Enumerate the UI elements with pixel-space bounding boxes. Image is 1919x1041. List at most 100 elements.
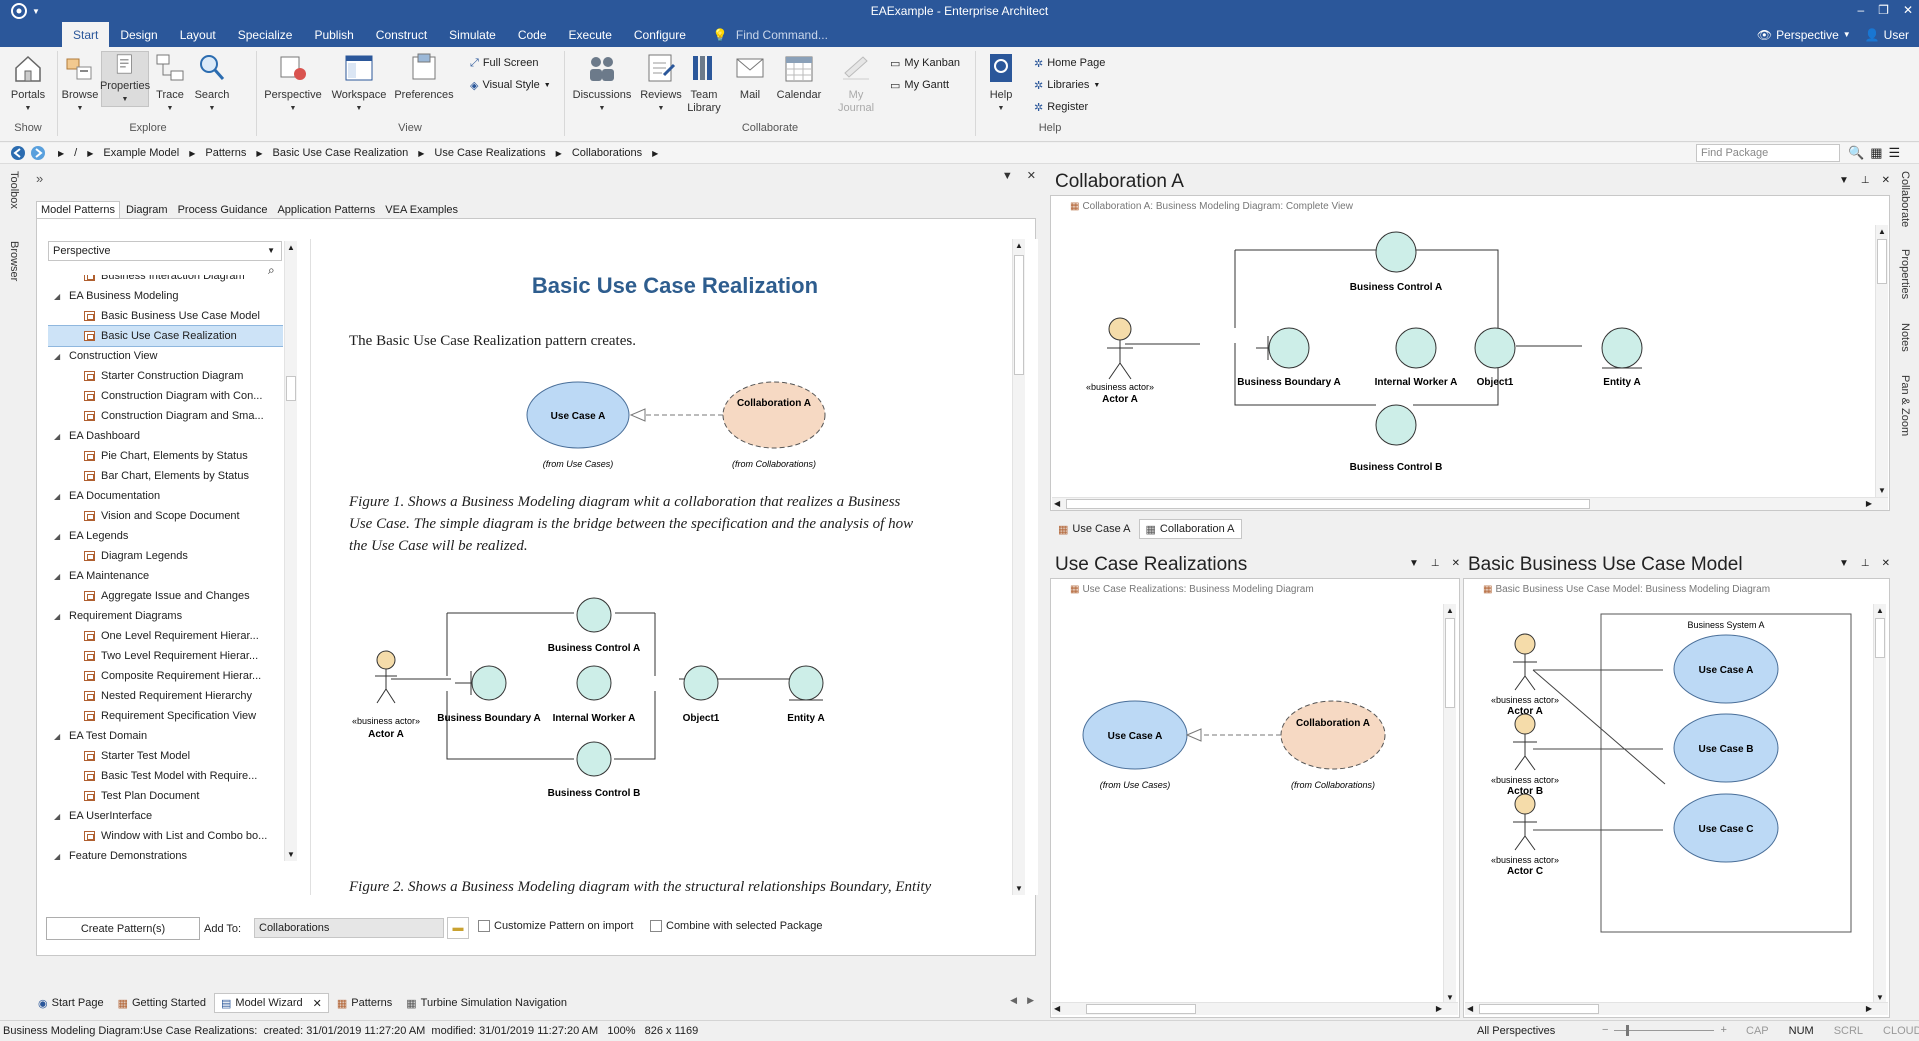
tree-group[interactable]: ◢Construction View — [48, 346, 283, 366]
tree-scrollbar[interactable]: ▲ ▼ — [284, 241, 297, 861]
back-icon[interactable] — [10, 145, 26, 161]
create-patterns-button[interactable]: Create Pattern(s) — [46, 917, 200, 940]
user-button[interactable]: 👤User — [1865, 28, 1909, 42]
tab-start[interactable]: Start — [62, 22, 110, 47]
tab-layout[interactable]: Layout — [179, 27, 216, 42]
tree-item[interactable]: Aggregate Issue and Changes — [48, 586, 283, 606]
close-icon[interactable]: ✕ — [1026, 170, 1036, 182]
full-screen-button[interactable]: ⤢Full Screen — [470, 53, 538, 73]
tree-item[interactable]: Basic Test Model with Require... — [48, 766, 283, 786]
add-to-field[interactable]: Collaborations — [254, 918, 444, 938]
pin-icon[interactable]: ⊥ — [1430, 558, 1440, 569]
tree-group[interactable]: ◢EA Documentation — [48, 486, 283, 506]
tab-diagram[interactable]: Diagram — [125, 203, 168, 216]
visual-style-button[interactable]: ◈Visual Style▼ — [470, 79, 551, 92]
bbucm-hscroll[interactable]: ◀ ▶ — [1465, 1002, 1888, 1015]
collab-hscroll[interactable]: ◀ ▶ — [1052, 497, 1888, 510]
tab-model-wizard[interactable]: ▤Model Wizard✕ — [214, 993, 329, 1013]
zoom-slider[interactable]: − + — [1602, 1024, 1727, 1036]
tab-model-patterns[interactable]: Model Patterns — [36, 201, 120, 218]
tree-group[interactable]: ◢EA Dashboard — [48, 426, 283, 446]
scroll-thumb[interactable] — [1877, 239, 1887, 284]
tree-item[interactable]: Basic Business Use Case Model — [48, 306, 283, 326]
tab-code[interactable]: Code — [517, 27, 547, 42]
scroll-thumb[interactable] — [286, 376, 296, 401]
tree-item[interactable]: Window with List and Combo bo... — [48, 826, 283, 846]
properties-button[interactable]: Properties▼ — [100, 51, 150, 107]
customize-pattern-checkbox[interactable]: Customize Pattern on import — [478, 920, 633, 932]
scroll-right-icon[interactable]: ▶ — [1435, 1004, 1442, 1013]
tab-configure[interactable]: Configure — [633, 27, 686, 42]
pin-icon[interactable]: ⊥ — [1860, 558, 1870, 569]
expand-triangle-icon[interactable]: ◢ — [54, 811, 61, 821]
scroll-thumb[interactable] — [1875, 618, 1885, 658]
perspective-ribbon-button[interactable]: Perspective▼ — [262, 51, 324, 123]
expand-triangle-icon[interactable]: ◢ — [54, 731, 61, 741]
zoom-thumb[interactable] — [1626, 1024, 1630, 1036]
zoom-out-icon[interactable]: − — [1602, 1024, 1609, 1036]
scroll-right-icon[interactable]: ▶ — [1865, 499, 1872, 508]
tree-item[interactable]: Construction Diagram and Sma... — [48, 406, 283, 426]
team-library-button[interactable]: Team Library — [686, 51, 722, 123]
help-button[interactable]: Help▼ — [984, 51, 1018, 123]
tree-item[interactable]: One Level Requirement Hierar... — [48, 626, 283, 646]
scroll-down-icon[interactable]: ▼ — [1878, 486, 1886, 495]
scroll-down-icon[interactable]: ▼ — [1876, 993, 1884, 1002]
scroll-thumb[interactable] — [1445, 618, 1455, 708]
combine-package-checkbox[interactable]: Combine with selected Package — [650, 920, 823, 932]
scroll-up-icon[interactable]: ▲ — [1878, 227, 1886, 236]
search-icon[interactable]: ⌕ — [268, 263, 275, 277]
find-package-input[interactable]: Find Package — [1696, 144, 1840, 162]
tab-turbine-simulation[interactable]: ▦Turbine Simulation Navigation — [400, 993, 573, 1013]
reviews-button[interactable]: Reviews▼ — [636, 51, 686, 123]
expand-triangle-icon[interactable]: ◢ — [54, 611, 61, 621]
tab-scroll-right-icon[interactable]: ▶ — [1027, 995, 1034, 1005]
scroll-up-icon[interactable]: ▲ — [287, 243, 295, 252]
tree-item[interactable]: Vision and Scope Document — [48, 506, 283, 526]
crumb-example-model[interactable]: Example Model — [103, 147, 180, 159]
tab-collaboration-a[interactable]: ▦Collaboration A — [1138, 519, 1242, 539]
tree-group[interactable]: ◢Requirement Diagrams — [48, 606, 283, 626]
pan-zoom-side-tab[interactable]: Pan & Zoom — [1899, 375, 1911, 437]
tab-construct[interactable]: Construct — [375, 27, 428, 42]
bbucm-vscroll[interactable]: ▲ ▼ — [1873, 604, 1886, 1004]
tree-group[interactable]: ◢EA Maintenance — [48, 566, 283, 586]
home-page-button[interactable]: ✲Home Page — [1034, 53, 1105, 73]
scroll-thumb[interactable] — [1086, 1004, 1196, 1014]
crumb-patterns[interactable]: Patterns — [205, 147, 247, 159]
tree-item[interactable]: Requirement Specification View — [48, 706, 283, 726]
restore-button[interactable]: ❐ — [1878, 3, 1889, 17]
folder-icon[interactable]: ▬ — [447, 917, 469, 939]
tree-item[interactable]: Starter Test Model — [48, 746, 283, 766]
workspace-button[interactable]: Workspace▼ — [328, 51, 390, 123]
tree-item[interactable]: Nested Requirement Hierarchy — [48, 686, 283, 706]
pane-menu-icon[interactable]: ▼ — [1408, 558, 1419, 569]
tree-item[interactable]: Bar Chart, Elements by Status — [48, 466, 283, 486]
zoom-in-icon[interactable]: + — [1720, 1024, 1727, 1036]
ucr-vscroll[interactable]: ▲ ▼ — [1443, 604, 1456, 1004]
expand-triangle-icon[interactable]: ◢ — [54, 531, 61, 541]
tab-publish[interactable]: Publish — [314, 27, 354, 42]
scroll-up-icon[interactable]: ▲ — [1015, 241, 1023, 250]
tab-simulate[interactable]: Simulate — [449, 27, 496, 42]
scroll-left-icon[interactable]: ◀ — [1054, 1004, 1061, 1013]
expand-triangle-icon[interactable]: ◢ — [54, 571, 61, 581]
tree-item[interactable]: Composite Requirement Hierar... — [48, 666, 283, 686]
qr-icon[interactable]: ▦ — [1870, 145, 1883, 160]
pane-menu-icon[interactable]: ▼ — [1001, 169, 1013, 182]
my-kanban-button[interactable]: ▭My Kanban — [890, 53, 960, 73]
tree-item[interactable]: Test Plan Document — [48, 786, 283, 806]
expand-triangle-icon[interactable]: ◢ — [54, 291, 61, 301]
tab-vea-examples[interactable]: VEA Examples — [385, 203, 459, 216]
tree-item[interactable]: Two Level Requirement Hierar... — [48, 646, 283, 666]
expand-triangle-icon[interactable]: ◢ — [54, 431, 61, 441]
tree-group[interactable]: ◢EA Test Domain — [48, 726, 283, 746]
tab-start-page[interactable]: ◉Start Page — [32, 993, 110, 1013]
tab-patterns[interactable]: ▦Patterns — [331, 993, 398, 1013]
discussions-button[interactable]: Discussions▼ — [570, 51, 634, 123]
tree-group[interactable]: ◢EA Legends — [48, 526, 283, 546]
scroll-left-icon[interactable]: ◀ — [1054, 499, 1061, 508]
portals-button[interactable]: Portals▼ — [8, 51, 48, 123]
tree-item[interactable]: Pie Chart, Elements by Status — [48, 446, 283, 466]
tab-scroll-left-icon[interactable]: ◀ — [1010, 995, 1018, 1005]
